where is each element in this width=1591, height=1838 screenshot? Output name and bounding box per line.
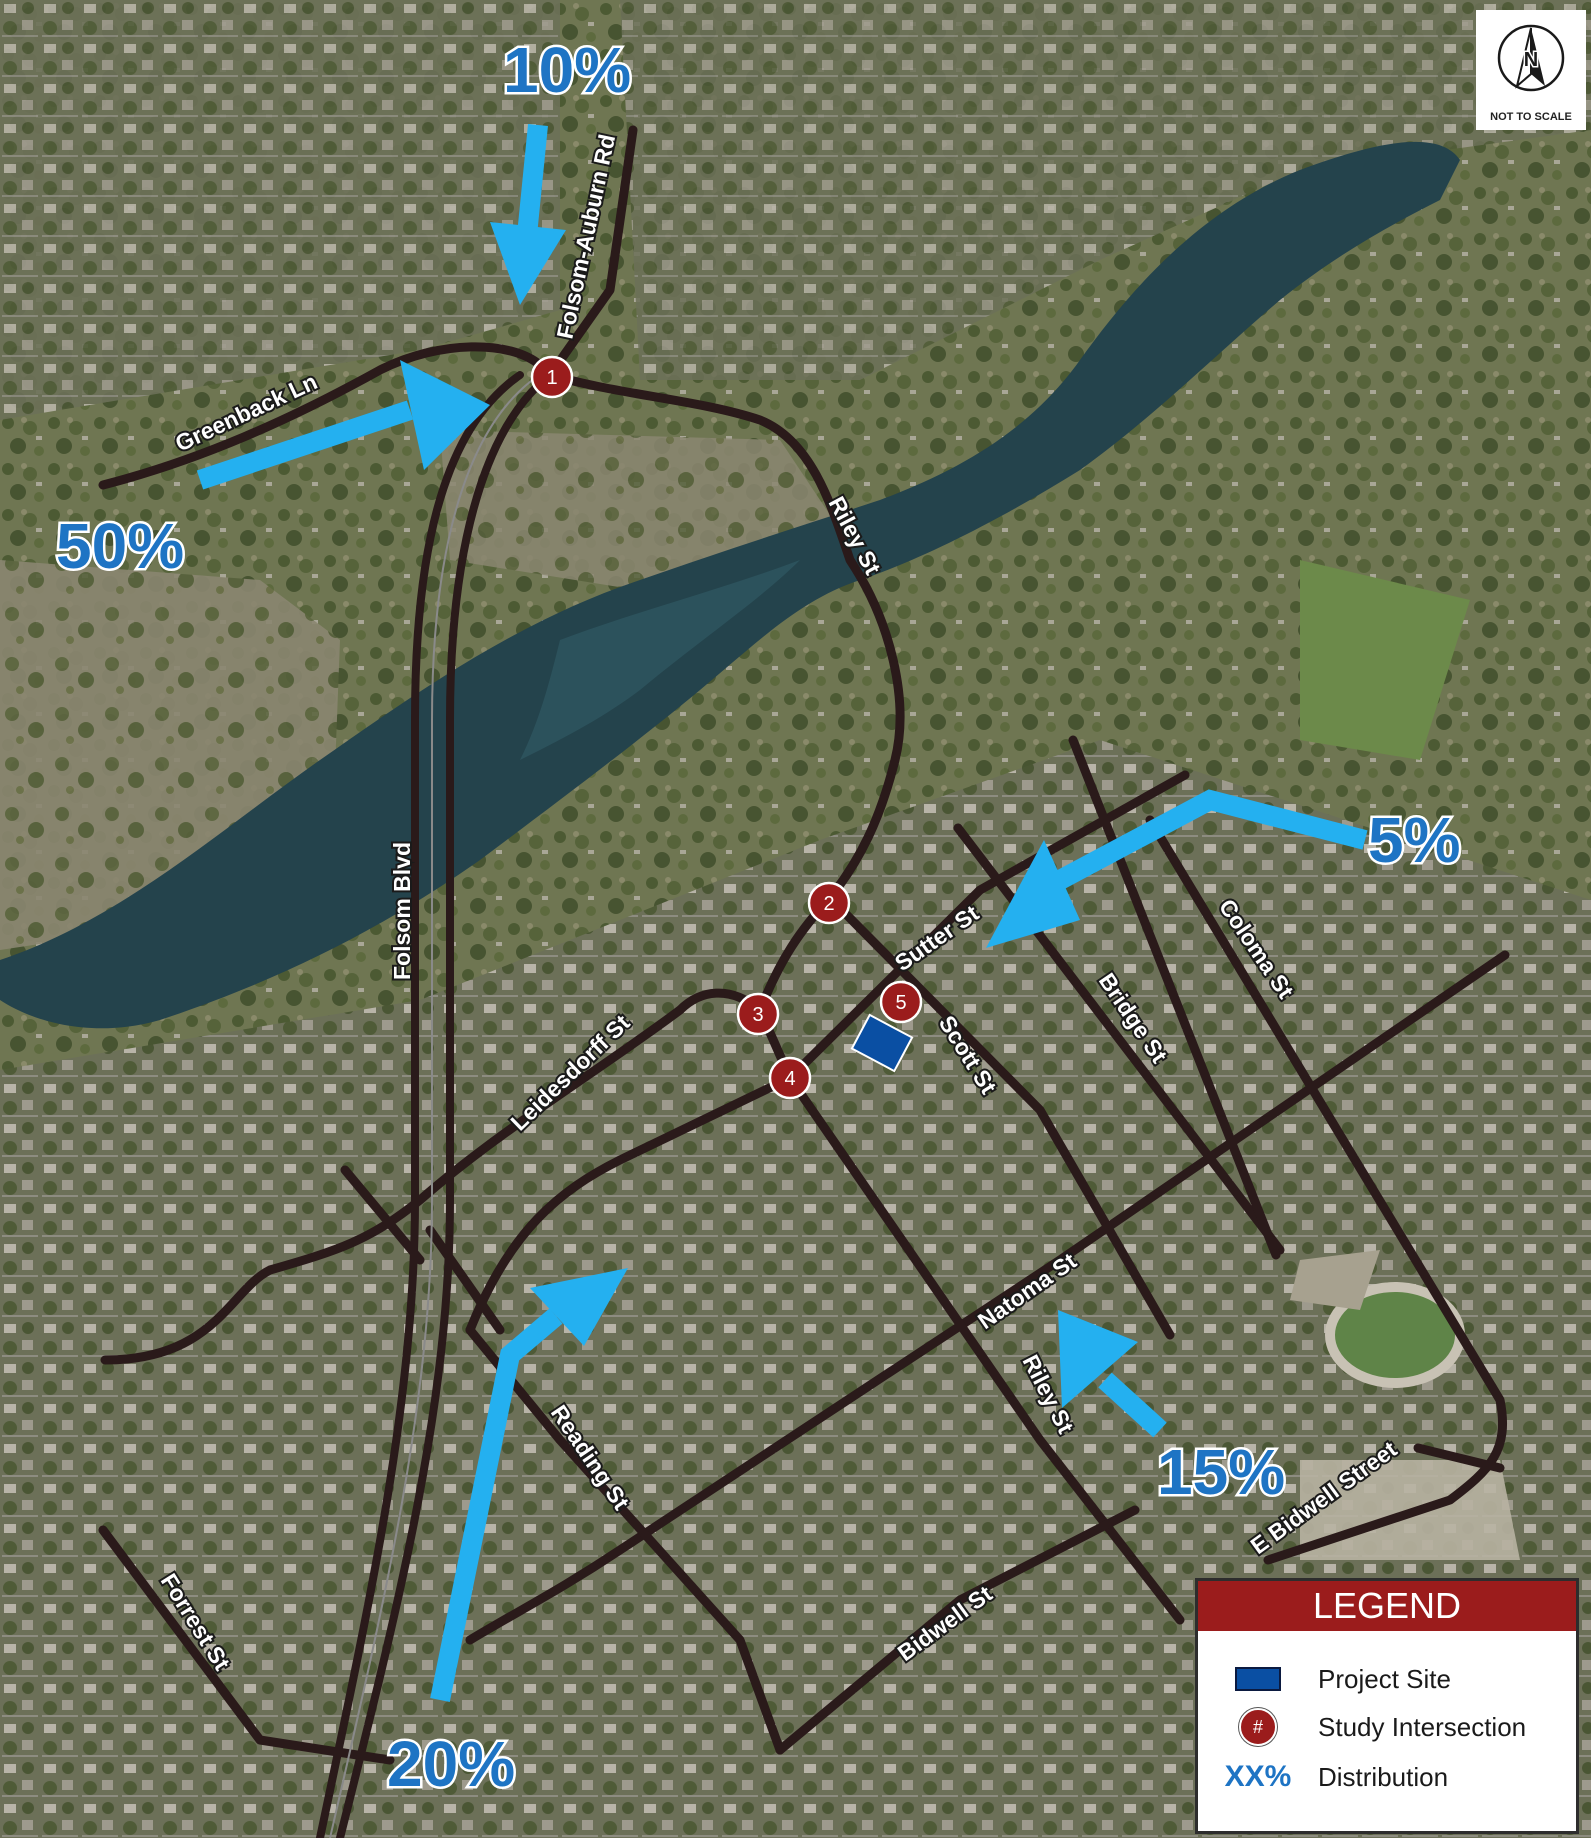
label-folsom-blvd: Folsom Blvd bbox=[389, 842, 415, 980]
svg-text:3: 3 bbox=[752, 1004, 763, 1026]
svg-text:2: 2 bbox=[823, 893, 834, 915]
legend-label-study-intersection: Study Intersection bbox=[1318, 1712, 1527, 1742]
not-to-scale-note: NOT TO SCALE bbox=[1490, 111, 1572, 123]
legend-row-study-intersection: # Study Intersection bbox=[1198, 1707, 1576, 1747]
svg-text:4: 4 bbox=[784, 1068, 795, 1090]
study-intersection-4: 4 bbox=[768, 1056, 812, 1100]
study-intersection-2: 2 bbox=[807, 881, 851, 925]
distribution-arrow-east bbox=[986, 789, 1368, 948]
distribution-percent-east: 5% bbox=[1368, 804, 1461, 876]
distribution-percent-north: 10% bbox=[503, 34, 631, 106]
urban-area-northeast bbox=[620, 0, 1591, 380]
svg-text:1: 1 bbox=[546, 367, 557, 389]
project-site-swatch bbox=[1235, 1667, 1281, 1691]
north-letter: N bbox=[1524, 49, 1538, 71]
project-site bbox=[850, 1013, 914, 1073]
distribution-arrow-north bbox=[490, 124, 566, 305]
distribution-arrow-west bbox=[196, 360, 490, 490]
urban-area-downtown bbox=[0, 740, 1591, 1838]
svg-text:5: 5 bbox=[895, 992, 906, 1014]
distribution-percent-south: 20% bbox=[387, 1728, 515, 1800]
legend: LEGEND Project Site # Study Intersection… bbox=[1195, 1578, 1579, 1834]
study-intersection-3: 3 bbox=[736, 992, 780, 1036]
study-intersection-1: 1 bbox=[530, 355, 574, 399]
north-arrow-icon: N bbox=[1497, 24, 1565, 92]
north-arrow-box: N NOT TO SCALE bbox=[1476, 10, 1586, 130]
legend-label-distribution: Distribution bbox=[1318, 1762, 1449, 1792]
study-intersection-5: 5 bbox=[879, 980, 923, 1024]
legend-label-project-site: Project Site bbox=[1318, 1664, 1451, 1694]
river-highlight bbox=[520, 560, 800, 760]
distribution-arrow-southeast bbox=[1058, 1310, 1167, 1438]
legend-row-project-site: Project Site bbox=[1198, 1659, 1576, 1699]
road-network bbox=[98, 125, 1510, 1838]
distribution-swatch: XX% bbox=[1224, 1760, 1292, 1793]
school-lot bbox=[1290, 1250, 1380, 1310]
distribution-arrow-south bbox=[430, 1268, 628, 1702]
legend-row-distribution: XX% Distribution bbox=[1198, 1757, 1576, 1797]
park-fields bbox=[1300, 560, 1470, 760]
study-intersection-swatch: # bbox=[1239, 1708, 1277, 1746]
urban-area-northwest bbox=[0, 0, 560, 420]
legend-title: LEGEND bbox=[1198, 1581, 1576, 1631]
distribution-percent-southeast: 15% bbox=[1157, 1436, 1285, 1508]
distribution-percent-west: 50% bbox=[56, 510, 184, 582]
